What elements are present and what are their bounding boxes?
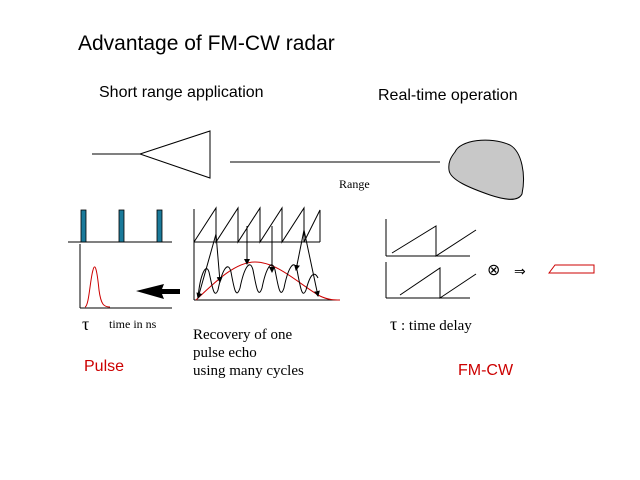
pulse-label: Pulse xyxy=(84,358,125,375)
left-arrow-icon xyxy=(136,284,180,299)
range-label: Range xyxy=(339,177,370,191)
tau-symbol-pulse: τ xyxy=(82,314,90,334)
recovered-echo-curve xyxy=(195,261,341,301)
beat-oscillation xyxy=(197,264,319,299)
chirp-sawtooth xyxy=(193,206,321,244)
rx-chirp xyxy=(399,267,477,299)
time-in-ns-label: time in ns xyxy=(109,317,157,331)
target-icon xyxy=(448,139,524,200)
slide-title: Advantage of FM-CW radar xyxy=(78,32,335,55)
pulse-bar xyxy=(156,209,163,243)
realtime-label: Real-time operation xyxy=(378,87,518,104)
mixer-icon: ⊗ xyxy=(487,260,500,279)
fmcw-label: FM-CW xyxy=(458,362,514,379)
beat-output-icon xyxy=(548,264,595,274)
recovery-caption: Recovery of one pulse echo using many cy… xyxy=(193,326,304,380)
echo-pulse-curve xyxy=(84,266,111,308)
fmcw-panel: ⊗ ⇒ xyxy=(385,219,595,299)
sawtooth-panel xyxy=(193,206,341,301)
recovery-line-2: pulse echo xyxy=(193,345,257,361)
short-range-label: Short range application xyxy=(99,84,264,101)
pulse-panel xyxy=(68,209,180,309)
recovery-line-1: Recovery of one xyxy=(193,327,293,343)
time-delay-label: : time delay xyxy=(400,318,472,334)
implies-icon: ⇒ xyxy=(514,264,526,280)
pulse-bar xyxy=(118,209,125,243)
tau-symbol-fmcw: τ xyxy=(390,314,398,334)
recovery-line-3: using many cycles xyxy=(193,363,304,379)
pulse-bar xyxy=(80,209,87,243)
time-delay-caption: τ : time delay xyxy=(390,314,472,335)
tx-chirp xyxy=(391,225,477,257)
antenna-icon xyxy=(92,130,211,179)
